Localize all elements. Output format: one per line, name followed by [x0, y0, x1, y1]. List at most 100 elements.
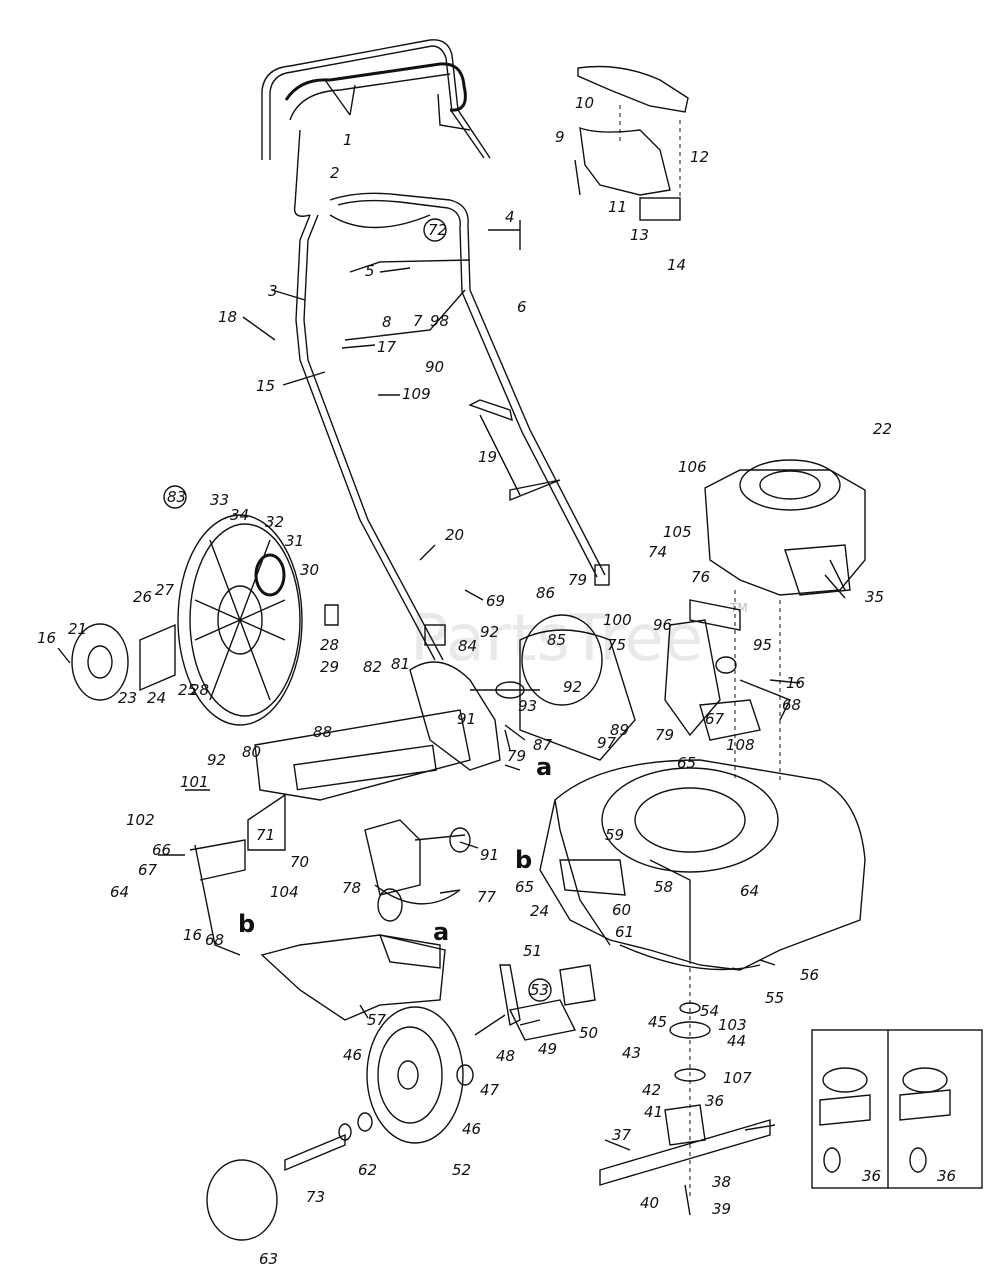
- callout-78: 78: [342, 879, 361, 897]
- callout-74: 74: [648, 543, 667, 561]
- callout-27: 27: [155, 581, 175, 599]
- callout-31: 31: [285, 532, 304, 550]
- callout-67-b: 67: [705, 710, 725, 728]
- callout-33: 33: [210, 491, 229, 509]
- callout-89: 89: [610, 721, 629, 739]
- callout-65-a: 65: [677, 754, 696, 772]
- callout-18: 18: [218, 308, 237, 326]
- callout-83: 83: [167, 488, 186, 506]
- callout-70: 70: [290, 853, 309, 871]
- callout-36-b: 36: [862, 1167, 881, 1185]
- upper-handle: [261, 39, 491, 217]
- callout-9: 9: [555, 128, 565, 146]
- callout-21: 21: [68, 620, 87, 638]
- callout-102: 102: [126, 811, 155, 829]
- callout-35: 35: [865, 588, 884, 606]
- callout-39: 39: [712, 1200, 731, 1218]
- callout-91-b: 91: [480, 846, 499, 864]
- callout-14: 14: [667, 256, 686, 274]
- callout-10: 10: [575, 94, 594, 112]
- callout-3: 3: [268, 282, 278, 300]
- callout-71: 71: [256, 826, 275, 844]
- reference-a-flap: a: [433, 918, 449, 946]
- callout-13: 13: [630, 226, 649, 244]
- callout-16-a: 16: [37, 629, 56, 647]
- callout-labels: 1 2 3 4 5 6 7 8 9 10 11 12 13 14 15 16 1…: [37, 94, 956, 1268]
- callout-93: 93: [518, 697, 537, 715]
- callout-98: 98: [430, 312, 449, 330]
- callout-86: 86: [536, 584, 555, 602]
- callout-103: 103: [718, 1016, 747, 1034]
- callout-85: 85: [547, 631, 566, 649]
- gear-housing: [409, 614, 636, 771]
- callout-90: 90: [425, 358, 444, 376]
- callout-68-b: 68: [782, 696, 801, 714]
- callout-60: 60: [612, 901, 631, 919]
- callout-4: 4: [505, 208, 515, 226]
- height-adjuster: [474, 964, 596, 1041]
- callout-84: 84: [458, 637, 477, 655]
- callout-77: 77: [477, 888, 497, 906]
- callout-16-c: 16: [183, 926, 202, 944]
- callout-79-a: 79: [568, 571, 587, 589]
- callout-28-b: 28: [190, 681, 209, 699]
- front-wheel-assembly: [206, 1006, 474, 1241]
- reference-a-deck: a: [536, 753, 552, 781]
- callout-19: 19: [478, 448, 497, 466]
- callout-67-a: 67: [138, 861, 158, 879]
- callout-53: 53: [530, 981, 549, 999]
- callout-63: 63: [259, 1250, 278, 1268]
- callout-28-a: 28: [320, 636, 339, 654]
- callout-92-a: 92: [480, 623, 499, 641]
- callout-36-c: 36: [937, 1167, 956, 1185]
- callout-5: 5: [365, 262, 375, 280]
- callout-47: 47: [480, 1081, 500, 1099]
- callout-45: 45: [648, 1013, 667, 1031]
- watermark: PartsTree TM: [410, 601, 748, 676]
- callout-32: 32: [265, 513, 284, 531]
- callout-87: 87: [533, 736, 553, 754]
- callout-76: 76: [691, 568, 710, 586]
- adapter-inset: [811, 1029, 983, 1189]
- callout-8: 8: [382, 313, 392, 331]
- callout-26: 26: [133, 588, 152, 606]
- callout-92-c: 92: [207, 751, 226, 769]
- lower-handle: [295, 192, 610, 661]
- callout-56: 56: [800, 966, 819, 984]
- callout-57: 57: [367, 1011, 387, 1029]
- transmission-bracket: [664, 599, 791, 741]
- callout-109: 109: [402, 385, 431, 403]
- mower-deck: [539, 759, 866, 971]
- callout-23: 23: [118, 689, 137, 707]
- callout-44: 44: [727, 1032, 746, 1050]
- callout-46-a: 46: [343, 1046, 362, 1064]
- circled-markers: [163, 218, 552, 1002]
- leader-lines: [57, 79, 846, 1151]
- callout-30: 30: [300, 561, 319, 579]
- callout-42: 42: [642, 1081, 661, 1099]
- engine: [704, 459, 866, 780]
- callout-105: 105: [663, 523, 692, 541]
- callout-22: 22: [873, 420, 892, 438]
- reference-b-deck: b: [515, 846, 532, 874]
- callout-15: 15: [256, 377, 275, 395]
- callout-2: 2: [330, 164, 340, 182]
- callout-108: 108: [726, 736, 755, 754]
- rear-flap: [260, 934, 446, 1021]
- callout-65-b: 65: [515, 878, 534, 896]
- callout-79-b: 79: [655, 726, 674, 744]
- callout-51: 51: [523, 942, 542, 960]
- callout-20: 20: [445, 526, 464, 544]
- callout-100: 100: [603, 611, 632, 629]
- callout-34: 34: [230, 506, 249, 524]
- callout-75: 75: [607, 636, 626, 654]
- callout-54: 54: [700, 1002, 719, 1020]
- callout-64-b: 64: [740, 882, 759, 900]
- callout-82: 82: [363, 658, 382, 676]
- callout-91-a: 91: [457, 710, 476, 728]
- rear-wheel-assembly: [71, 514, 339, 726]
- watermark-tm: TM: [729, 601, 748, 615]
- callout-104: 104: [270, 883, 299, 901]
- callout-58: 58: [654, 878, 673, 896]
- drive-cover-assembly: [189, 709, 471, 956]
